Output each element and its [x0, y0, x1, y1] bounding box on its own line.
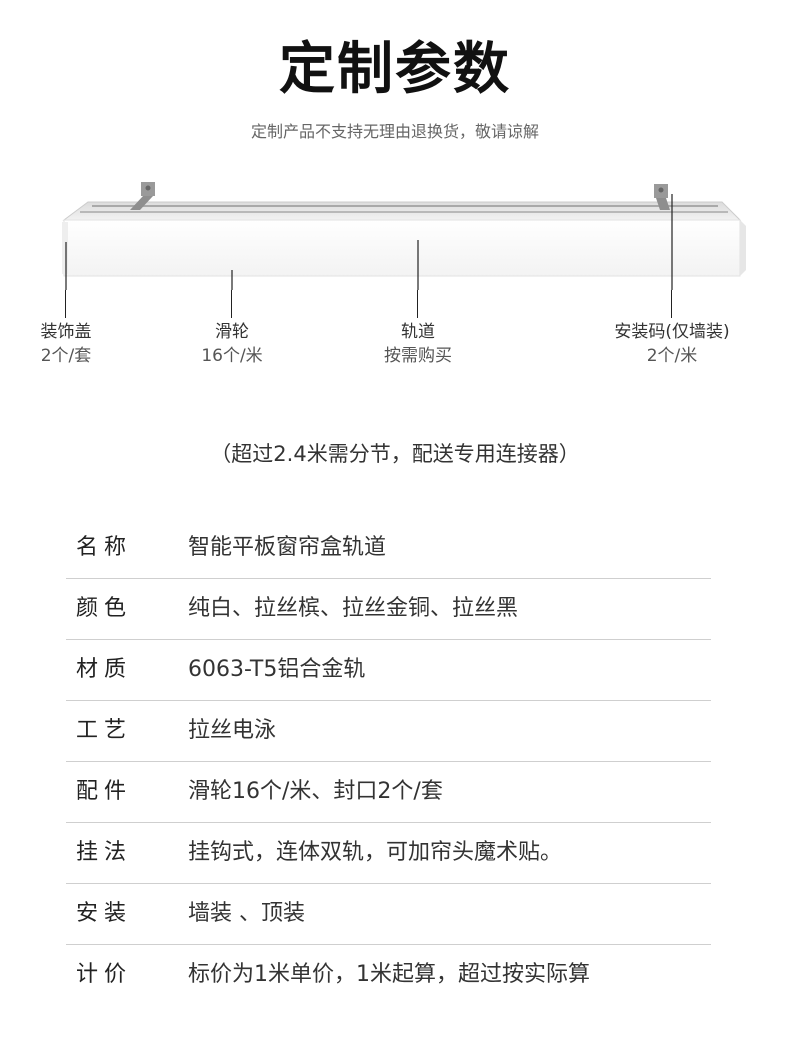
spec-table: 名称 智能平板窗帘盒轨道 颜色 纯白、拉丝槟、拉丝金铜、拉丝黑 材质 6063-…	[66, 518, 711, 1005]
spec-value: 智能平板窗帘盒轨道	[188, 535, 387, 560]
callout-qty: 16个/米	[201, 346, 263, 366]
spec-value: 6063-T5铝合金轨	[188, 657, 366, 682]
spec-label: 颜色	[76, 596, 133, 621]
spec-value: 拉丝电泳	[188, 718, 277, 743]
spec-value: 标价为1米单价，1米起算，超过按实际算	[188, 962, 590, 987]
spec-label: 计价	[76, 962, 133, 987]
spec-row: 计价 标价为1米单价，1米起算，超过按实际算	[66, 945, 711, 1005]
callout-track: 轨道 按需购买	[318, 320, 518, 368]
spec-row: 配件 滑轮16个/米、封口2个/套	[66, 762, 711, 823]
spec-value: 墙装 、顶装	[188, 901, 305, 926]
right-end-cap	[740, 220, 746, 276]
leader-extension-cap	[65, 290, 67, 318]
mounting-bracket-left	[130, 182, 155, 210]
spec-row: 颜色 纯白、拉丝槟、拉丝金铜、拉丝黑	[66, 579, 711, 640]
leader-extension-pulley	[231, 290, 233, 318]
callout-name: 轨道	[401, 322, 435, 342]
spec-row: 名称 智能平板窗帘盒轨道	[66, 518, 711, 579]
callout-qty: 2个/米	[646, 346, 698, 366]
left-end-cap	[62, 222, 68, 274]
segment-note: （超过2.4米需分节，配送专用连接器）	[210, 442, 580, 466]
spec-label: 安装	[76, 901, 133, 926]
callout-pulley: 滑轮 16个/米	[132, 320, 332, 368]
spec-label: 工艺	[76, 718, 133, 743]
spec-row: 工艺 拉丝电泳	[66, 701, 711, 762]
spec-value: 滑轮16个/米、封口2个/套	[188, 779, 443, 804]
callout-name: 安装码(仅墙装)	[614, 322, 730, 342]
page-title: 定制参数	[279, 37, 511, 102]
callout-qty: 按需购买	[384, 346, 452, 366]
spec-row: 挂法 挂钩式，连体双轨，可加帘头魔术贴。	[66, 823, 711, 884]
spec-row: 材质 6063-T5铝合金轨	[66, 640, 711, 701]
spec-row: 安装 墙装 、顶装	[66, 884, 711, 945]
spec-value: 挂钩式，连体双轨，可加帘头魔术贴。	[188, 840, 563, 865]
curtain-track-illustration	[62, 182, 746, 290]
mounting-bracket-right	[654, 184, 670, 210]
callout-name: 装饰盖	[40, 322, 92, 342]
callout-bracket: 安装码(仅墙装) 2个/米	[572, 320, 772, 368]
spec-label: 挂法	[76, 840, 133, 865]
spec-value: 纯白、拉丝槟、拉丝金铜、拉丝黑	[188, 596, 519, 621]
spec-label: 材质	[76, 657, 133, 682]
leader-extension-bracket	[671, 290, 673, 318]
spec-label: 名称	[76, 535, 133, 560]
spec-label: 配件	[76, 779, 133, 804]
callout-qty: 2个/套	[40, 346, 92, 366]
leader-extension-track	[417, 290, 419, 318]
callout-end-cap: 装饰盖 2个/套	[0, 320, 166, 368]
track-front-face	[63, 219, 741, 277]
page-subtitle: 定制产品不支持无理由退换货，敬请谅解	[250, 122, 539, 141]
callout-name: 滑轮	[215, 322, 249, 342]
